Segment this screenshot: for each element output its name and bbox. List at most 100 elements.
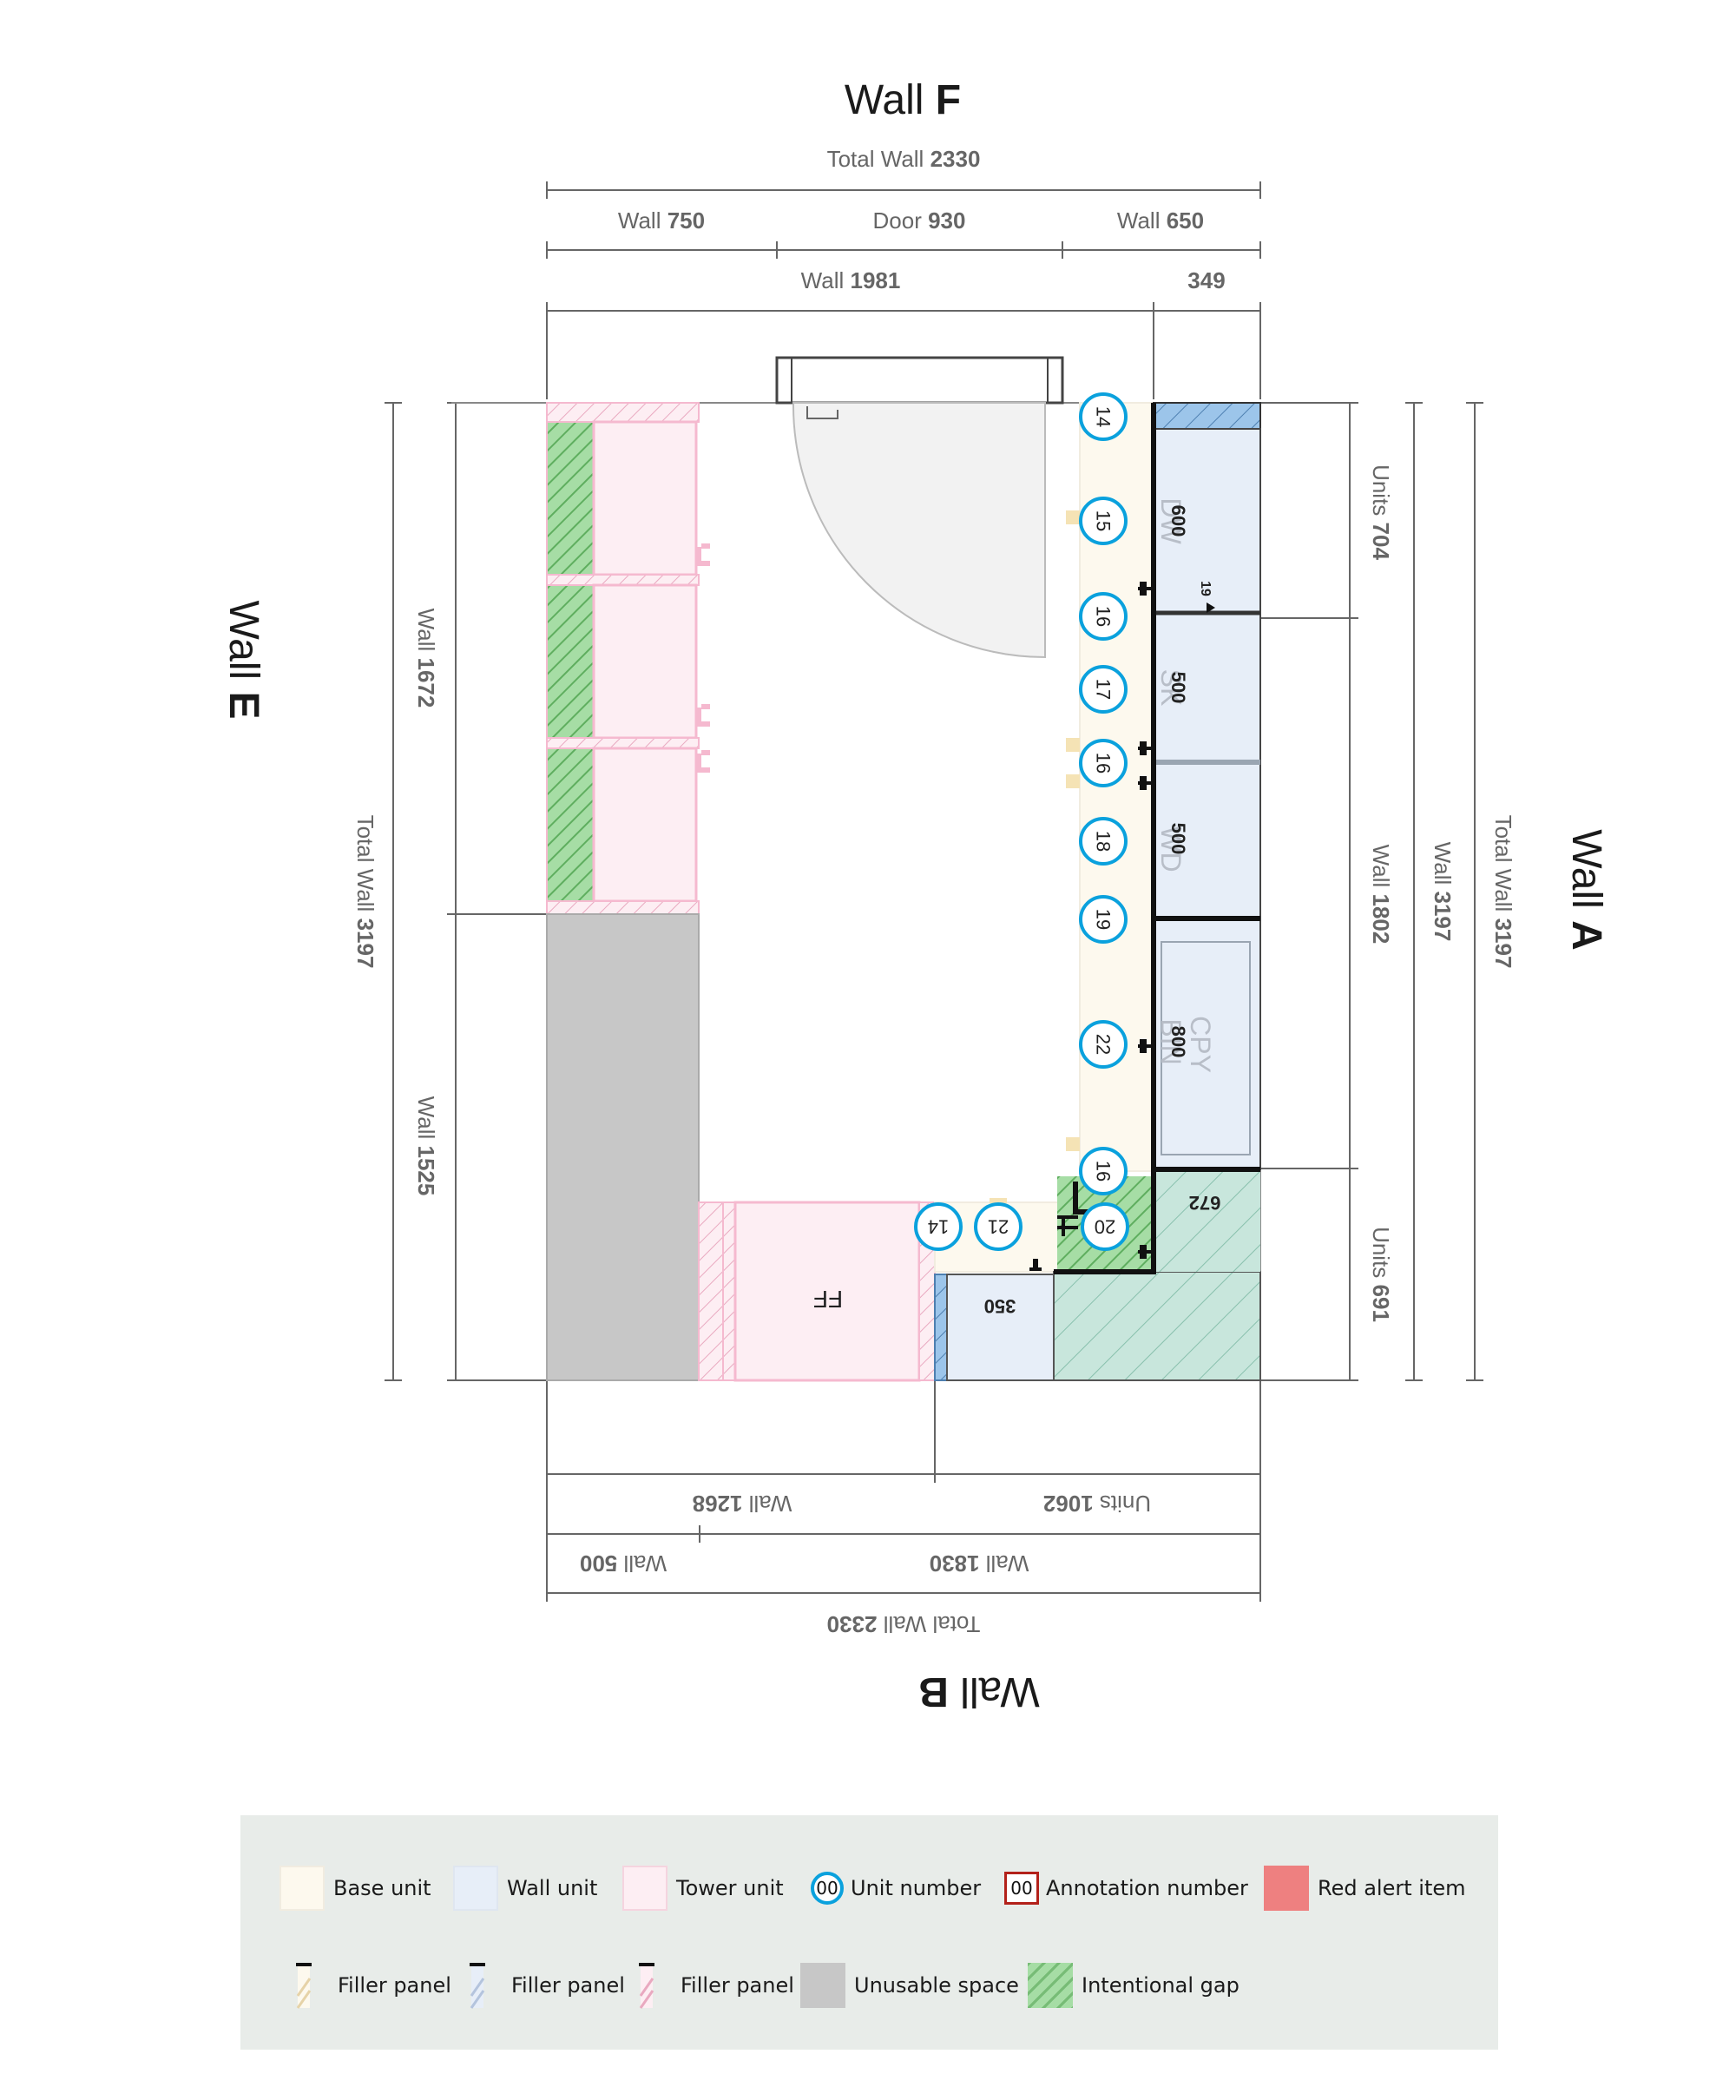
dim-right-units-691: Units 691 <box>1368 1227 1394 1322</box>
svg-text:18: 18 <box>1093 831 1115 852</box>
unit-number: 21 <box>974 1202 1023 1251</box>
svg-text:21: 21 <box>988 1216 1009 1238</box>
unit-number: 20 <box>1081 1202 1129 1251</box>
wall-title-right: Wall A <box>1563 829 1609 951</box>
corner-teal-unit <box>1053 1271 1261 1381</box>
legend-label: Red alert item <box>1318 1876 1466 1900</box>
unit-number-circles: 14 15 16 17 16 18 19 22 16 20 21 14 <box>914 392 1129 1251</box>
legend-label: Annotation number <box>1046 1876 1248 1900</box>
svg-text:WD: WD <box>1155 826 1187 872</box>
unit-672-label: 672 <box>1189 1192 1221 1214</box>
dim-top-wall-750: Wall 750 <box>618 207 705 234</box>
svg-text:22: 22 <box>1093 1034 1115 1055</box>
filler-panel-wall-icon <box>470 1963 485 2009</box>
svg-text:500: 500 <box>1167 823 1189 855</box>
bottom-tower-ff: FF <box>698 1201 936 1382</box>
legend-label: Unusable space <box>854 1973 1019 1998</box>
unit-number: 16 <box>1079 739 1128 787</box>
wall-title-top: Wall F <box>845 77 961 123</box>
legend-base-unit: Base unit <box>279 1864 431 1912</box>
legend-label: Tower unit <box>676 1876 784 1900</box>
svg-text:BIN: BIN <box>1155 1018 1187 1064</box>
dim-left-1672: Wall 1672 <box>413 609 439 708</box>
legend: Base unit Wall unit Tower unit 00 Unit n… <box>240 1815 1498 2050</box>
legend-wall-unit: Wall unit <box>453 1864 597 1912</box>
svg-text:FF: FF <box>813 1286 843 1313</box>
legend-annotation-number: 00 Annotation number <box>1004 1864 1248 1912</box>
right-wall-units <box>1054 402 1261 1274</box>
legend-unusable: Unusable space <box>800 1961 1019 2010</box>
svg-text:19: 19 <box>1198 581 1213 596</box>
svg-text:500: 500 <box>1167 672 1189 704</box>
unit-number: 17 <box>1079 665 1128 714</box>
dim-right-wall-1802: Wall 1802 <box>1368 845 1394 945</box>
dim-bottom-wall-1830: Wall 1830 <box>930 1550 1029 1577</box>
left-tower-units <box>546 402 710 915</box>
unit-number: 19 <box>1079 895 1128 944</box>
wall-title-left: Wall E <box>220 601 266 720</box>
svg-text:17: 17 <box>1093 679 1115 700</box>
unusable-space-swatch <box>800 1963 845 2008</box>
legend-filler-base: Filler panel <box>291 1961 451 2010</box>
left-dimension-lines <box>385 402 547 1381</box>
unit-number: 18 <box>1079 817 1128 866</box>
unit-350: 350 <box>934 1274 1055 1381</box>
svg-text:16: 16 <box>1093 606 1115 627</box>
dim-right-total: Total Wall 3197 <box>1490 815 1516 969</box>
legend-gap: Intentional gap <box>1028 1961 1240 2010</box>
dim-bottom-wall-500: Wall 500 <box>580 1550 667 1577</box>
legend-label: Filler panel <box>681 1973 794 1998</box>
wall-unit-swatch <box>453 1866 498 1911</box>
svg-text:16: 16 <box>1093 753 1115 774</box>
unit-number: 16 <box>1079 1147 1128 1195</box>
filler-markers <box>1029 582 1215 1271</box>
unit-number: 14 <box>914 1202 963 1251</box>
legend-label: Filler panel <box>338 1973 451 1998</box>
dim-left-total: Total Wall 3197 <box>352 815 378 969</box>
legend-tower-unit: Tower unit <box>622 1864 784 1912</box>
intentional-gap-swatch <box>1028 1963 1073 2008</box>
bottom-filler-mark <box>990 1198 1007 1203</box>
dim-top-total: Total Wall 2330 <box>827 146 981 172</box>
unit-number: 16 <box>1079 592 1128 641</box>
svg-text:350: 350 <box>984 1295 1016 1317</box>
legend-filler-tower: Filler panel <box>634 1961 794 2010</box>
dim-right-wall-3197: Wall 3197 <box>1430 842 1456 942</box>
wall-title-bottom: Wall B <box>918 1669 1040 1715</box>
annotation-number-icon: 00 <box>1004 1872 1039 1905</box>
door <box>775 356 1064 659</box>
right-dimension-lines <box>1260 402 1483 1381</box>
filler-panel-base-icon <box>296 1963 312 2009</box>
dim-left-1525: Wall 1525 <box>413 1096 439 1196</box>
base-unit-swatch <box>279 1866 325 1911</box>
svg-text:DW: DW <box>1155 497 1187 544</box>
legend-label: Filler panel <box>511 1973 625 1998</box>
dim-top-wall-650: Wall 650 <box>1117 207 1204 234</box>
svg-text:15: 15 <box>1093 510 1115 531</box>
dim-bottom-wall-1268: Wall 1268 <box>693 1491 792 1517</box>
unit-number: 14 <box>1079 392 1128 441</box>
svg-text:14: 14 <box>928 1216 949 1238</box>
legend-label: Wall unit <box>507 1876 598 1900</box>
right-unit-sizes: 600 500 500 800 19 <box>1167 505 1213 1058</box>
dim-right-units-704: Units 704 <box>1368 464 1394 560</box>
top-dimension-lines <box>546 181 1261 399</box>
legend-label: Unit number <box>851 1876 982 1900</box>
legend-label: Intentional gap <box>1082 1973 1240 1998</box>
floor-plan: Wall F Wall B Wall E Wall A Total Wall 2… <box>220 77 1609 1715</box>
right-filler-marks <box>1066 510 1080 1151</box>
svg-text:14: 14 <box>1093 406 1115 427</box>
dim-top-349: 349 <box>1187 267 1225 293</box>
legend-red-alert: Red alert item <box>1264 1864 1466 1912</box>
dim-bottom-units-1062: Units 1062 <box>1043 1491 1151 1517</box>
svg-text:CPY: CPY <box>1185 1016 1216 1073</box>
unit-number-icon: 00 <box>811 1872 844 1905</box>
red-alert-swatch <box>1264 1866 1309 1911</box>
legend-label: Base unit <box>333 1876 431 1900</box>
legend-unit-number: 00 Unit number <box>811 1864 981 1912</box>
dim-top-door: Door 930 <box>873 207 966 234</box>
right-unit-codes: DW SK WD CPY BIN <box>1155 497 1216 1073</box>
dim-bottom-total: Total Wall 2330 <box>827 1611 981 1637</box>
svg-text:16: 16 <box>1093 1161 1115 1182</box>
svg-text:20: 20 <box>1095 1216 1115 1238</box>
